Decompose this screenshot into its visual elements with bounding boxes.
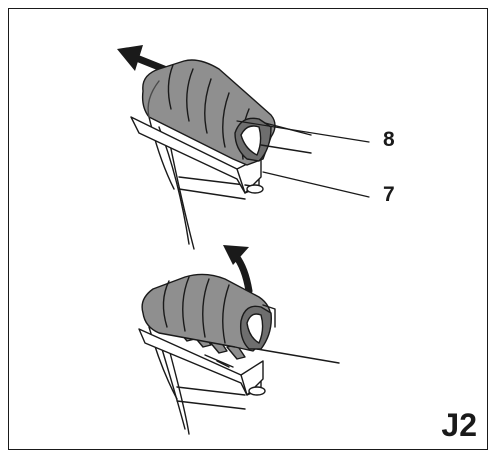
- top-assembly: [117, 45, 370, 250]
- figure-frame: 8 7 J2: [8, 8, 488, 450]
- bottom-assembly: [138, 245, 340, 435]
- holder-base: [138, 328, 266, 396]
- callout-label-8: 8: [383, 128, 395, 151]
- slide-arrow-icon: [117, 45, 173, 75]
- lift-arrow-icon: [223, 245, 253, 295]
- illustration: [117, 45, 370, 435]
- holder-7: [130, 116, 264, 194]
- figure-id-label: J2: [441, 407, 477, 443]
- cover-8: [141, 59, 312, 166]
- cover-lifted: [141, 273, 276, 352]
- callout-label-7: 7: [383, 183, 395, 206]
